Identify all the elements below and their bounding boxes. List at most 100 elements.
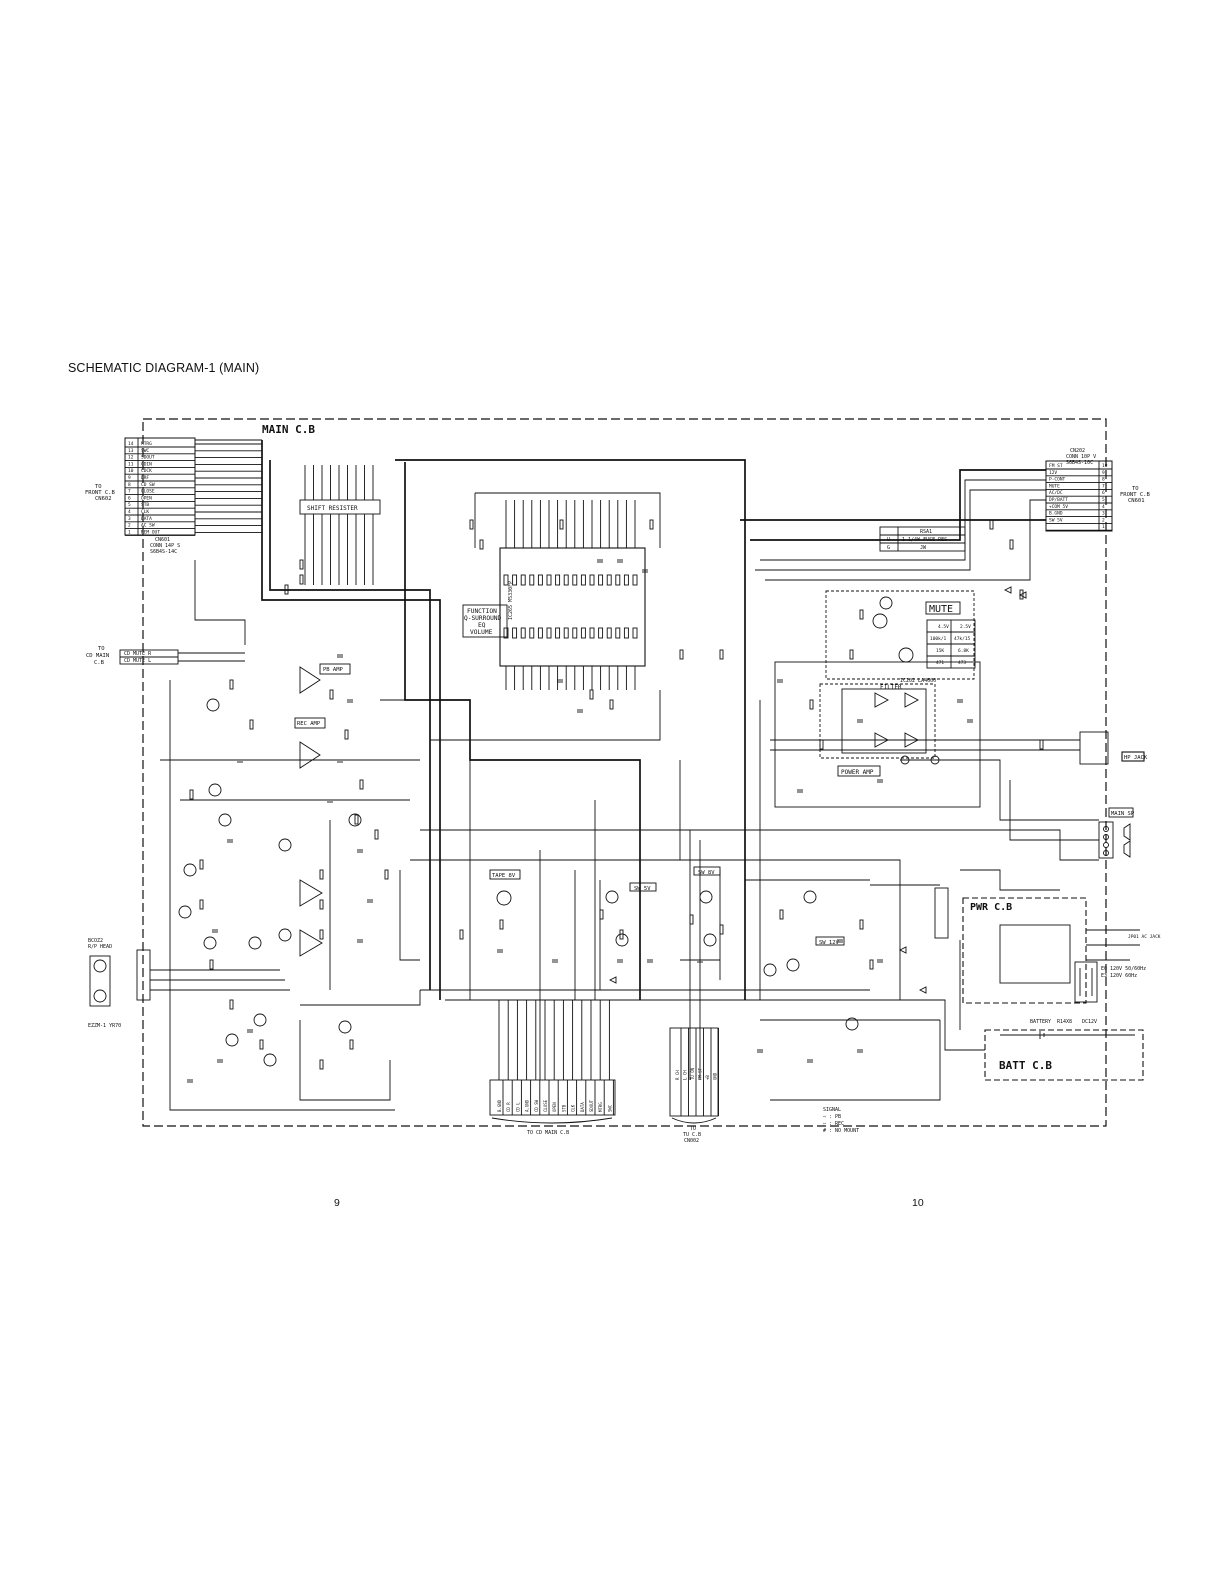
page-number-left: 9	[334, 1197, 340, 1209]
left-connector-pin: 13	[128, 448, 134, 454]
components	[178, 519, 1044, 1083]
left-connector-signal: OPEN	[141, 495, 152, 501]
right-connector-signal: AC/DC	[1049, 490, 1063, 496]
left-connector-pin: 2	[128, 523, 131, 529]
left-connector-pin: 10	[128, 468, 134, 474]
cd-connector-pin: A.GND	[525, 1099, 530, 1112]
resistor	[859, 609, 864, 620]
trace	[770, 1020, 941, 1101]
diode	[898, 946, 907, 954]
svg-text:DC12V: DC12V	[1082, 1019, 1097, 1025]
right-connector-pin: 5	[1102, 497, 1105, 503]
left-connector-signal: CLOSE	[141, 489, 155, 495]
resistor	[609, 699, 614, 710]
trace	[640, 492, 661, 548]
transistor	[263, 1053, 277, 1067]
resistor	[819, 739, 824, 750]
tu-connector-pin: +B	[705, 1075, 710, 1080]
tu-connector-pin: R CH	[675, 1070, 680, 1080]
tu-connector-pin: L CH	[683, 1070, 688, 1080]
right-connector-signal: P-CONT	[1049, 477, 1066, 483]
cd-connector-pin: MTRG	[598, 1102, 603, 1112]
resistor	[679, 649, 684, 660]
diode	[1018, 591, 1027, 599]
resistor	[199, 859, 204, 870]
cd-connector-pin: CD R	[506, 1102, 511, 1112]
trace	[269, 460, 431, 990]
resistor	[809, 699, 814, 710]
cd-connector-pin: SWC	[607, 1104, 612, 1112]
right-connector-signal: 12V	[1049, 470, 1057, 476]
trace	[395, 459, 746, 1000]
svg-text:PWR C.B: PWR C.B	[970, 902, 1012, 913]
resistor	[229, 999, 234, 1010]
cd-connector-pin: CLK	[571, 1104, 576, 1112]
svg-text:SW 12V: SW 12V	[819, 940, 840, 946]
svg-text:REC AMP: REC AMP	[297, 721, 321, 727]
resistor	[559, 519, 564, 530]
cd-connector-pin: STB	[561, 1104, 566, 1112]
diode	[918, 986, 927, 994]
resistor	[989, 519, 994, 530]
cd-connector-pin: CD SW	[534, 1099, 539, 1112]
resistor	[479, 539, 484, 550]
wiring	[150, 440, 1140, 1111]
transistor	[225, 1033, 239, 1047]
trace	[765, 499, 1046, 581]
resistor	[299, 559, 304, 570]
resistor	[779, 909, 784, 920]
transistor	[253, 1013, 267, 1027]
left-connector-signal: SDOUT	[141, 455, 155, 461]
svg-text:BATT C.B: BATT C.B	[999, 1059, 1052, 1072]
left-connector-pin: 7	[128, 489, 131, 495]
main-board-outline	[142, 418, 1107, 1127]
svg-text:FILTER: FILTER	[880, 684, 902, 691]
fuse-table: RSA1 U 1-1/4W FUSE RES G JW	[879, 526, 966, 552]
resistor	[469, 519, 474, 530]
svg-text:E3 120V 60Hz: E3 120V 60Hz	[1101, 973, 1137, 979]
resistor	[869, 959, 874, 970]
svg-text:E0 120V 50/60Hz: E0 120V 50/60Hz	[1101, 966, 1146, 972]
svg-text:HP JACK: HP JACK	[1124, 755, 1148, 761]
svg-text:R14X8: R14X8	[1057, 1019, 1072, 1025]
resistor	[259, 1039, 264, 1050]
resistor	[374, 829, 379, 840]
resistor	[299, 574, 304, 585]
trace	[404, 462, 641, 1000]
trace	[900, 759, 1099, 821]
svg-text:JP01 AC JACK: JP01 AC JACK	[1128, 934, 1161, 940]
svg-text:SW 8V: SW 8V	[698, 870, 715, 876]
right-connector-signal: FM ST	[1049, 463, 1063, 469]
svg-text:PB AMP: PB AMP	[323, 667, 344, 673]
resistor	[384, 869, 389, 880]
trace	[750, 469, 1046, 541]
sw-12v-block: SW 12V	[786, 890, 859, 1031]
transistor	[278, 838, 292, 852]
tu-connector-pin: TU ON	[690, 1067, 695, 1080]
sw-8v-block: SW 8V	[693, 866, 721, 947]
svg-text:SW 5V: SW 5V	[634, 886, 651, 892]
sw-5v-block: SW 5V	[605, 882, 657, 947]
resistor	[329, 689, 334, 700]
resistor	[319, 899, 324, 910]
left-connector-signal: MTRG	[141, 441, 152, 447]
right-connector-pin: 4	[1102, 504, 1105, 510]
transistor	[218, 813, 232, 827]
transistor	[348, 813, 362, 827]
left-connector-pin: 9	[128, 475, 131, 481]
left-connector-signal: REM OUT	[141, 529, 160, 535]
resistor	[209, 959, 214, 970]
resistor	[189, 789, 194, 800]
left-connector-pin: 1	[128, 529, 131, 535]
left-connector-pin: 8	[128, 482, 131, 488]
cd-connector-pin: DATA	[580, 1102, 585, 1112]
